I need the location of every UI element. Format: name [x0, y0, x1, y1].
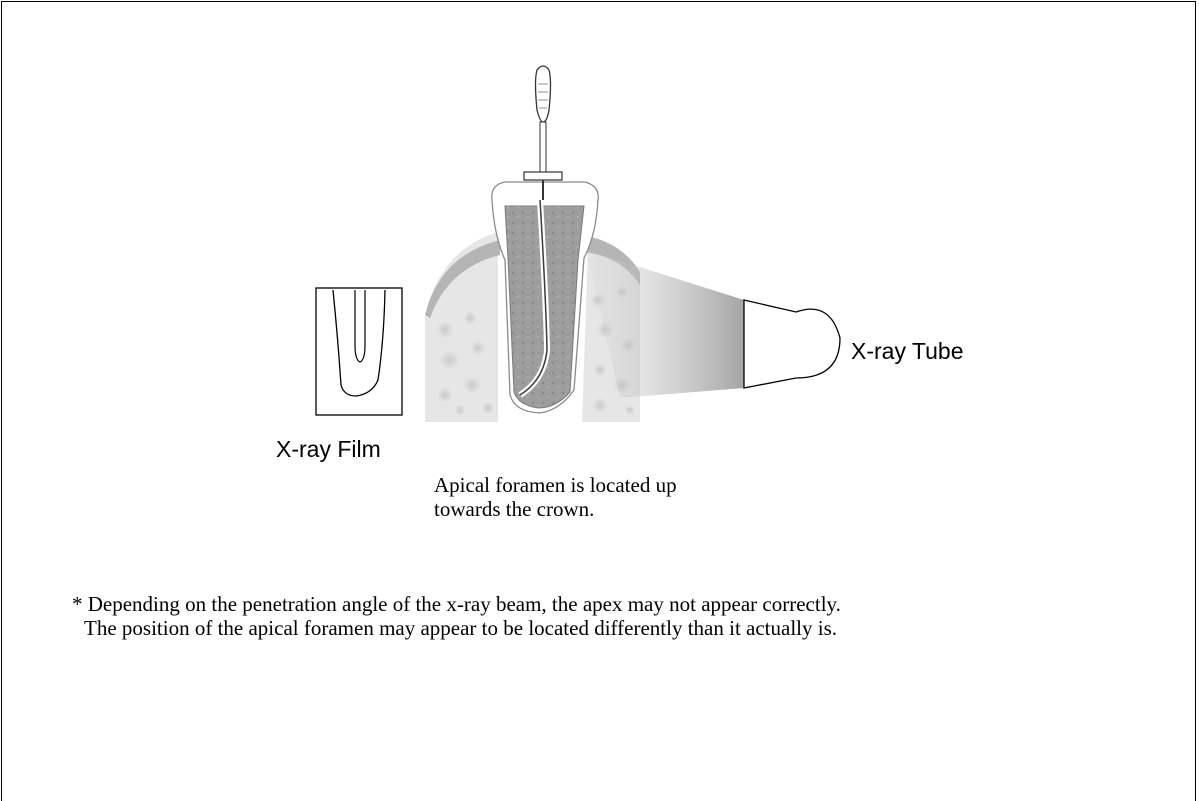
xray-film-label: X-ray Film	[276, 436, 381, 463]
xray-tube	[744, 300, 840, 388]
tooth	[492, 182, 598, 413]
apical-caption-line-2: towards the crown.	[434, 497, 677, 521]
xray-film	[316, 288, 402, 415]
apical-caption-line-1: Apical foramen is located up	[434, 473, 677, 497]
footnote-line-1: * Depending on the penetration angle of …	[72, 592, 841, 616]
endo-file-instrument	[524, 66, 562, 200]
xray-tube-label: X-ray Tube	[851, 338, 964, 365]
footnote-line-2: The position of the apical foramen may a…	[72, 616, 841, 640]
apical-caption: Apical foramen is located up towards the…	[434, 473, 677, 521]
footnote: * Depending on the penetration angle of …	[72, 592, 841, 640]
